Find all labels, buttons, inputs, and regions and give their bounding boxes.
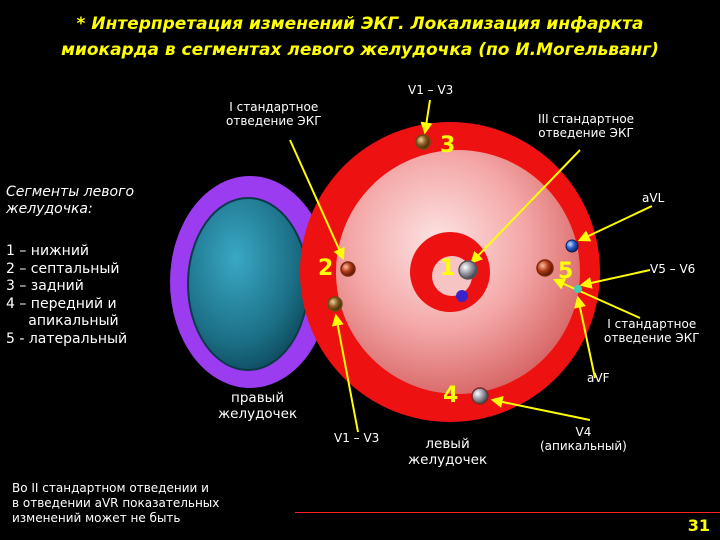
- legend-item: 5 - латеральный: [6, 331, 127, 349]
- electrode-v5v6: [574, 285, 582, 293]
- label-v4: V4(апикальный): [540, 426, 627, 454]
- segment-number-4: 4: [443, 383, 458, 408]
- segment-number-5: 5: [558, 259, 573, 284]
- electrode-lateral: [537, 260, 553, 276]
- page-number: 31: [688, 516, 710, 535]
- electrode-inferior-blue: [456, 290, 468, 302]
- label-v1v3-bottom: V1 – V3: [334, 432, 379, 446]
- electrode-lead3-inferior: [459, 261, 477, 279]
- electrode-lead1-septal: [341, 262, 355, 276]
- segment-legend: 1 – нижний 2 – септальный 3 – задний 4 –…: [6, 243, 127, 348]
- legend-item: 3 – задний: [6, 278, 127, 296]
- electrode-v1v3-top: [416, 135, 430, 149]
- electrode-v4-apical: [472, 388, 488, 404]
- legend-item: 1 – нижний: [6, 243, 127, 261]
- label-v5v6: V5 – V6: [650, 263, 695, 277]
- segment-number-3: 3: [440, 133, 455, 158]
- electrode-avl: [566, 240, 578, 252]
- legend-item: 4 – передний и: [6, 296, 127, 314]
- label-v1v3-top: V1 – V3: [408, 84, 453, 98]
- segment-number-1: 1: [440, 256, 455, 281]
- electrode-v1v3-bottom: [328, 297, 342, 311]
- segment-number-2: 2: [318, 256, 333, 281]
- label-avl: aVL: [642, 192, 664, 206]
- legend-item: апикальный: [6, 313, 127, 331]
- footer-divider: [295, 512, 720, 513]
- legend-item: 2 – септальный: [6, 261, 127, 279]
- label-avf: aVF: [587, 372, 609, 386]
- right-ventricle-cavity: [188, 198, 308, 370]
